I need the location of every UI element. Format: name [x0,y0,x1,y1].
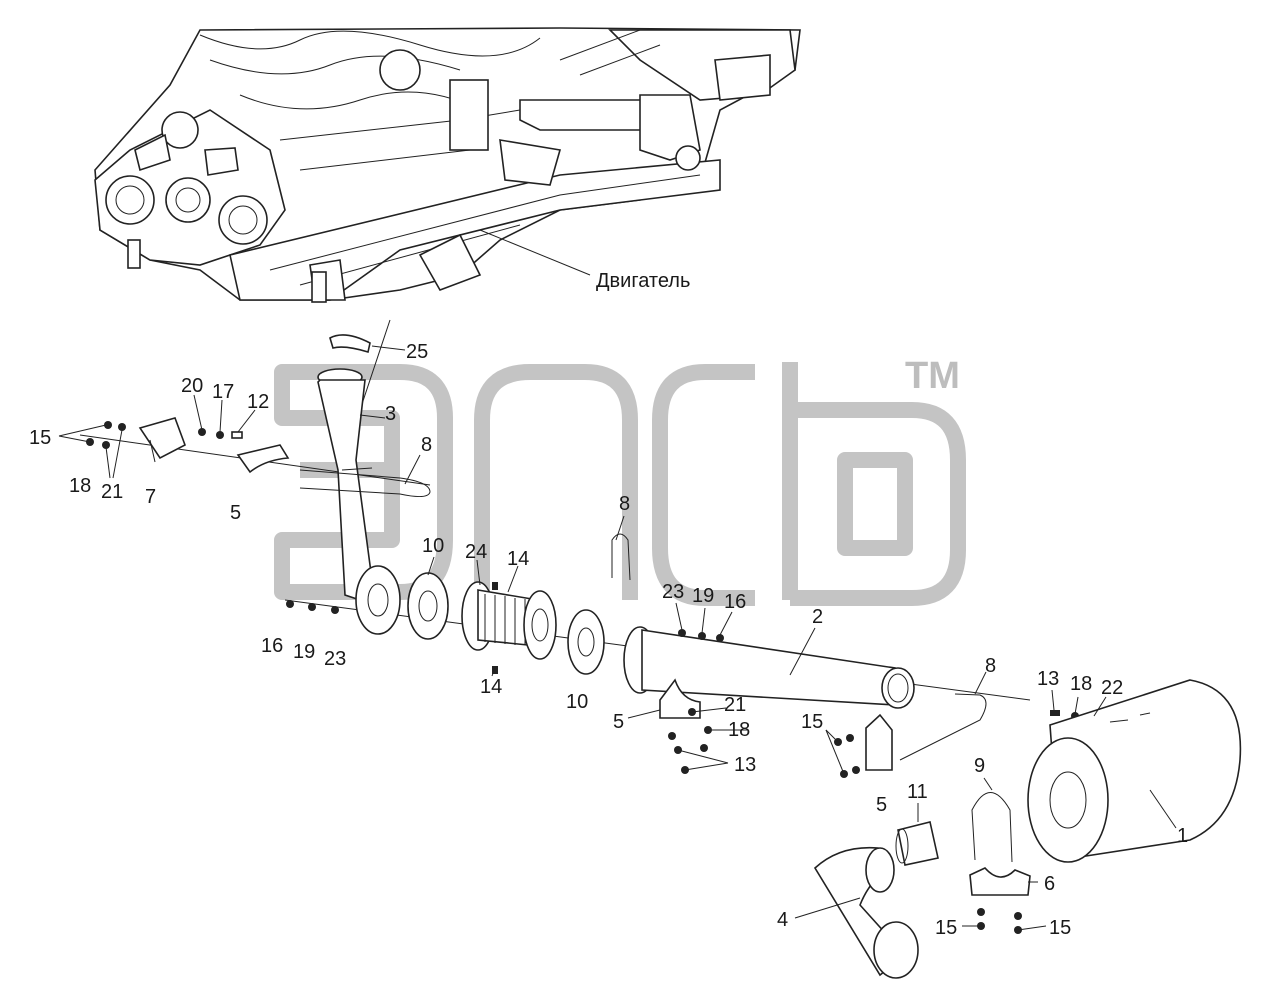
watermark-tm: TM [905,355,960,397]
callout-13-a: 13 [734,754,756,776]
engine-label: Двигатель [596,270,690,292]
callout-16-a: 16 [261,635,283,657]
callout-21-a: 21 [101,481,123,503]
callout-24: 24 [465,541,487,563]
callout-15-d: 15 [1049,917,1071,939]
callout-22: 22 [1101,677,1123,699]
part-5-clamp-left [236,444,290,474]
callout-19-b: 19 [692,585,714,607]
part-7-bracket [138,417,186,463]
engine [94,27,801,303]
callout-21-b: 21 [724,694,746,716]
callout-23-b: 23 [662,581,684,603]
callout-6: 6 [1044,873,1055,895]
callout-17: 17 [212,381,234,403]
callout-1: 1 [1177,825,1188,847]
callout-14-b: 14 [480,676,502,698]
part-4-tailpipe [813,846,919,979]
part-11-ring [895,821,939,866]
watermark-logo: TM [274,355,966,606]
part-24-bellows [461,581,557,660]
callout-16-b: 16 [724,591,746,613]
callout-18-b: 18 [728,719,750,741]
callout-15-b: 15 [801,711,823,733]
fasteners-mid-right [678,629,724,642]
part-2-pipe [623,626,915,709]
part-8-ubolt-mid [611,533,631,581]
callout-20: 20 [181,375,203,397]
callout-2: 2 [812,606,823,628]
callout-labels: 25 20 17 12 3 15 8 18 21 7 5 8 10 24 14 … [29,341,1188,939]
callout-8-a: 8 [421,434,432,456]
callout-19-a: 19 [293,641,315,663]
part-10-gasket-b [567,609,605,675]
part-25-flange [329,334,371,354]
callout-5-c: 5 [876,794,887,816]
part-5-clamp-right [865,713,893,771]
callout-13-b: 13 [1037,668,1059,690]
part-8-ubolt-right [899,693,987,761]
callout-8-c: 8 [985,655,996,677]
part-8-ubolt-left [299,469,431,498]
callout-14-a: 14 [507,548,529,570]
part-1-muffler [1027,679,1242,863]
callout-11: 11 [907,781,928,803]
part-10-gasket-a [407,572,449,640]
callout-18-a: 18 [69,475,91,497]
callout-5-a: 5 [230,502,241,524]
leader-lines [58,345,1177,931]
callout-7: 7 [145,486,156,508]
callout-23-a: 23 [324,648,346,670]
callout-15-c: 15 [935,917,957,939]
part-3-downpipe [317,368,373,601]
callout-4: 4 [777,909,788,931]
callout-10-a: 10 [422,535,444,557]
callout-18-c: 18 [1070,673,1092,695]
callout-3: 3 [385,403,396,425]
part-5-clamp-mid [659,678,701,719]
fasteners-mid-left [286,582,498,674]
callout-5-b: 5 [613,711,624,733]
part-9-ubolt [971,792,1013,863]
fasteners-left [86,421,243,449]
callout-9: 9 [974,755,985,777]
part-flange-a [355,565,401,635]
callout-25: 25 [406,341,428,363]
engine-leader [479,229,591,276]
part-6-clamp [969,867,1031,934]
callout-12: 12 [247,391,269,413]
callout-8-b: 8 [619,493,630,515]
callout-15-a: 15 [29,427,51,449]
callout-10-b: 10 [566,691,588,713]
